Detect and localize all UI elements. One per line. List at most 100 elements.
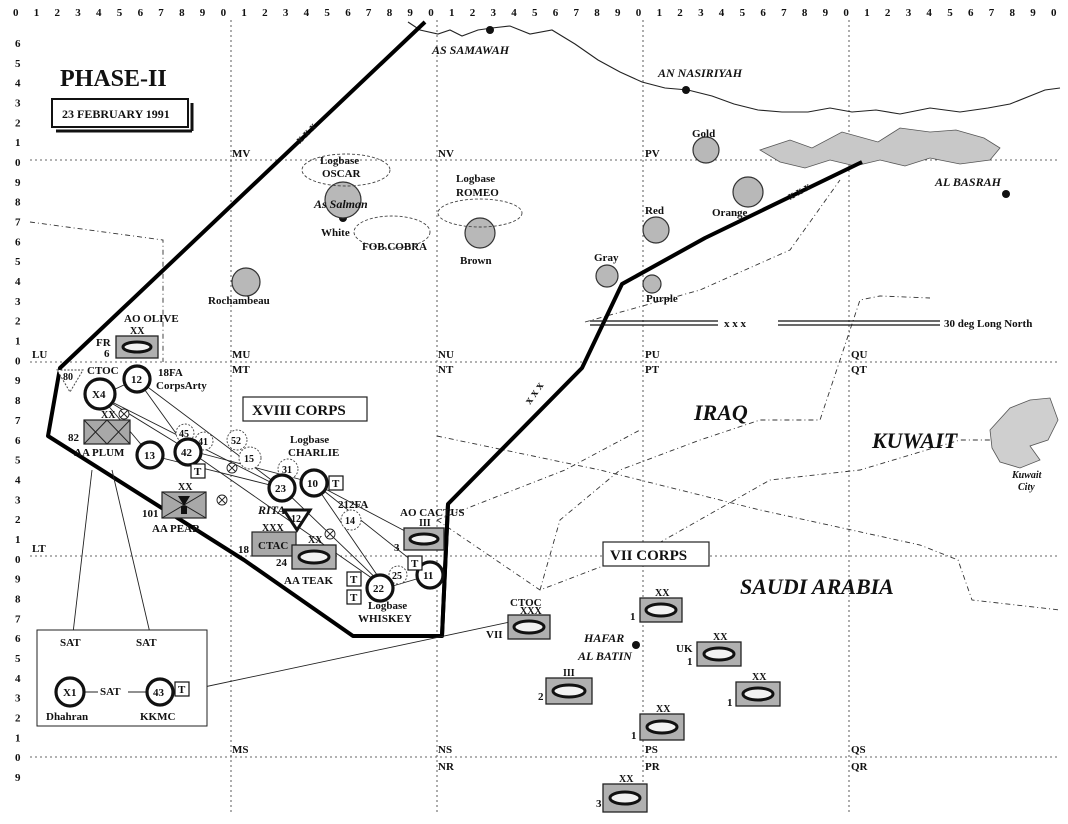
top-scale-digit: 0	[428, 7, 434, 19]
corps-seam	[440, 503, 450, 637]
ao-cactus-label: AO CACTUS	[400, 507, 464, 519]
place-names: AS SAMAWAH AN NASIRIYAH AL BASRAH HAFAR …	[431, 43, 1043, 663]
left-scale-digit: 7	[15, 217, 21, 229]
left-scale-digit: 3	[15, 494, 21, 506]
top-scale-digit: 1	[449, 7, 455, 19]
top-scale-digit: 9	[1030, 7, 1036, 19]
thirty-deg-parallel: x x x 30 deg Long North	[590, 315, 1032, 331]
svg-text:FOB.COBRA: FOB.COBRA	[362, 241, 427, 253]
left-scale-digit: 3	[15, 296, 21, 308]
svg-text:UK: UK	[676, 643, 693, 655]
svg-text:x x x: x x x	[521, 379, 546, 407]
svg-text:Brown: Brown	[460, 255, 492, 267]
svg-text:1: 1	[631, 730, 637, 742]
left-scale-digit: 7	[15, 613, 21, 625]
al-basrah-label: AL BASRAH	[934, 175, 1002, 189]
svg-text:82: 82	[68, 432, 80, 444]
logbase-oscar-ring	[301, 153, 391, 187]
svg-text:CHARLIE: CHARLIE	[288, 447, 339, 459]
zone-pu: PU	[645, 349, 660, 361]
al-batin-label: AL BATIN	[577, 649, 633, 663]
left-scale-digit: 4	[15, 474, 21, 486]
unit-82: XX 82	[68, 410, 131, 445]
svg-text:2: 2	[538, 691, 544, 703]
objective-orange	[732, 176, 764, 208]
svg-text:18: 18	[238, 544, 250, 556]
objectives: Gold Orange Red Gray Purple White Brown …	[208, 128, 764, 307]
svg-text:12: 12	[131, 374, 143, 386]
top-scale-digit: 9	[200, 7, 206, 19]
left-scale-digit: 6	[15, 435, 21, 447]
left-scale-digit: 9	[15, 177, 21, 189]
svg-text:x x x: x x x	[724, 318, 747, 330]
top-scale-digit: 8	[594, 7, 600, 19]
zone-qt: QT	[851, 364, 868, 376]
top-scale-digit: 1	[657, 7, 663, 19]
top-scale-digit: 4	[96, 7, 102, 19]
svg-text:KKMC: KKMC	[140, 711, 175, 723]
svg-text:XX: XX	[713, 632, 728, 643]
top-scale-digit: 7	[158, 7, 164, 19]
zone-lu: LU	[32, 349, 47, 361]
zone-qs: QS	[851, 744, 866, 756]
left-scale-digit: 3	[15, 98, 21, 110]
unit-3-cactus: III 3	[394, 518, 445, 554]
svg-text:x x x: x x x	[785, 179, 813, 203]
svg-text:SAT: SAT	[60, 637, 81, 649]
svg-text:22: 22	[373, 583, 385, 595]
left-scale-digit: 9	[15, 375, 21, 387]
svg-text:18FA: 18FA	[158, 367, 183, 379]
left-scale-digit: 0	[15, 157, 21, 169]
svg-text:T: T	[332, 478, 340, 490]
top-scale-digit: 2	[677, 7, 683, 19]
country-saudi-arabia: SAUDI ARABIA	[740, 574, 894, 599]
unit-52-15: 52 15	[226, 429, 262, 470]
euphrates-river	[407, 21, 1061, 115]
zone-qu: QU	[851, 349, 868, 361]
date-label: 23 FEBRUARY 1991	[62, 107, 170, 121]
top-scale-digit: 8	[387, 7, 393, 19]
objective-white	[324, 181, 362, 219]
svg-text:ROMEO: ROMEO	[456, 187, 499, 199]
logbases: Logbase OSCAR Logbase ROMEO FOB.COBRA Lo…	[288, 153, 523, 625]
unit-12-18fa: 12 18FA CorpsArty	[122, 364, 207, 394]
left-scale-digit: 2	[15, 514, 21, 526]
top-scale-digit: 8	[802, 7, 808, 19]
zone-qr: QR	[851, 761, 869, 773]
left-scale-digit: 0	[15, 554, 21, 566]
top-scale-digit: 0	[636, 7, 642, 19]
top-scale-digit: 7	[989, 7, 995, 19]
svg-text:CTOC: CTOC	[87, 365, 119, 377]
svg-text:XX: XX	[752, 672, 767, 683]
top-scale-digit: 7	[781, 7, 787, 19]
top-scale-digit: 7	[574, 7, 580, 19]
svg-text:14: 14	[345, 516, 355, 527]
ao-olive-label: AO OLIVE	[124, 313, 179, 325]
hafar-al-batin-dot	[632, 641, 640, 649]
svg-text:43: 43	[153, 687, 165, 699]
top-scale-digit: 1	[34, 7, 40, 19]
unit-x4-ctoc: CTOC X4	[83, 365, 119, 411]
svg-text:XX: XX	[130, 326, 145, 337]
top-scale-digit: 2	[885, 7, 891, 19]
fob-cobra-ring	[353, 215, 431, 249]
objective-purple	[642, 274, 662, 294]
country-kuwait: KUWAIT	[871, 428, 959, 453]
top-scale-digit: 1	[241, 7, 247, 19]
unit-18-ctac: XXX CTAC 18	[238, 523, 297, 557]
svg-text:12: 12	[291, 514, 301, 525]
al-basrah-dot	[1002, 190, 1010, 198]
svg-text:White: White	[321, 227, 350, 239]
svg-text:1: 1	[727, 697, 733, 709]
objective-brown	[464, 217, 496, 249]
left-scale-digit: 8	[15, 395, 21, 407]
zone-mt: MT	[232, 364, 250, 376]
svg-text:52: 52	[231, 436, 241, 447]
top-scale-digit: 6	[968, 7, 974, 19]
left-scale-digit: 2	[15, 117, 21, 129]
international-borders	[29, 179, 1061, 611]
an-nasiriyah-label: AN NASIRIYAH	[657, 66, 743, 80]
grid-zone-labels: MV NV PV QV LU MU MT NU NT PU PT QU QT L…	[32, 148, 869, 773]
